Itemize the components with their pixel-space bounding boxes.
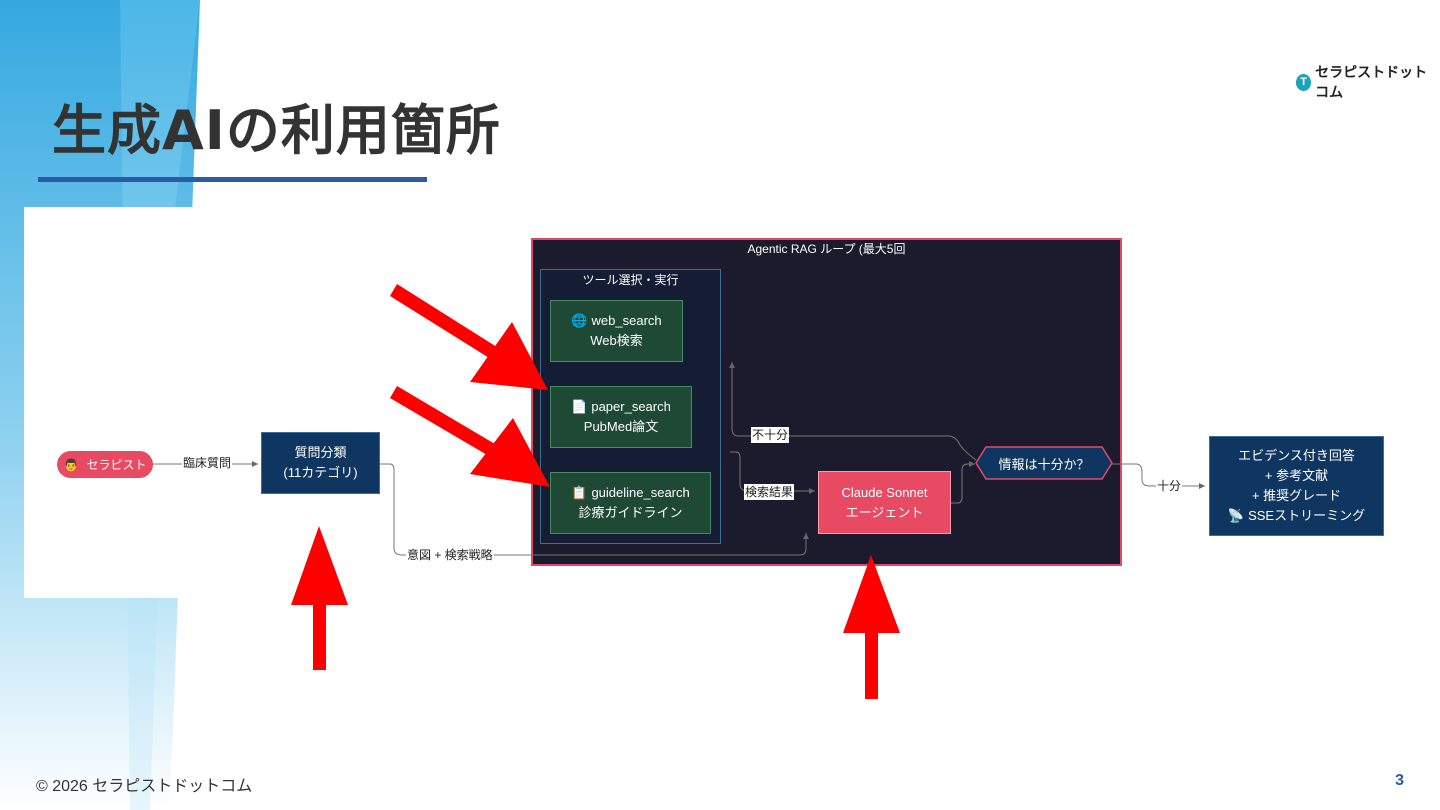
tools-group-title: ツール選択・実行 bbox=[582, 273, 679, 287]
logo-mark-icon: T bbox=[1296, 73, 1312, 91]
therapist-emoji-icon: 👨 bbox=[63, 457, 79, 472]
output-line-3: + 推奨グレード bbox=[1251, 488, 1342, 503]
edge-label-search-results: 検索結果 bbox=[744, 484, 795, 500]
tool-name: paper_search bbox=[591, 399, 671, 414]
question-classifier-node: 質問分類 (11カテゴリ) bbox=[261, 432, 380, 494]
document-icon: 📄 bbox=[571, 399, 588, 414]
claude-agent-node: Claude Sonnet エージェント bbox=[818, 471, 951, 534]
output-line-1: エビデンス付き回答 bbox=[1238, 448, 1355, 463]
classifier-title: 質問分類 bbox=[294, 445, 347, 460]
edge-label-sufficient: 十分 bbox=[1156, 478, 1183, 494]
page-number: 3 bbox=[1395, 772, 1404, 789]
edge-label-intent-strategy: 意図 + 検索戦略 bbox=[406, 547, 494, 563]
loop-title: Agentic RAG ループ (最大5回 bbox=[747, 242, 906, 256]
tool-name: guideline_search bbox=[591, 485, 690, 500]
classifier-subtitle: (11カテゴリ) bbox=[283, 465, 358, 480]
satellite-icon: 📡 bbox=[1227, 508, 1245, 523]
therapist-node: 👨 セラピスト bbox=[57, 451, 153, 478]
logo-text: セラピストドットコム bbox=[1315, 65, 1428, 101]
brand-logo: T セラピストドットコム bbox=[1296, 62, 1440, 102]
output-line-4: SSEストリーミング bbox=[1248, 508, 1366, 523]
clipboard-icon: 📋 bbox=[571, 485, 588, 500]
tool-paper-search: 📄paper_search PubMed論文 bbox=[550, 386, 692, 448]
tool-description: PubMed論文 bbox=[583, 419, 659, 434]
agent-title: Claude Sonnet bbox=[841, 484, 928, 500]
tool-guideline-search: 📋guideline_search 診療ガイドライン bbox=[550, 472, 711, 534]
tool-description: Web検索 bbox=[590, 333, 643, 348]
tool-name: web_search bbox=[591, 313, 662, 328]
therapist-label: セラピスト bbox=[86, 458, 147, 472]
output-answer-node: エビデンス付き回答 + 参考文献 + 推奨グレード 📡SSEストリーミング bbox=[1209, 436, 1384, 536]
tool-description: 診療ガイドライン bbox=[578, 505, 683, 520]
agent-subtitle: エージェント bbox=[845, 504, 924, 520]
globe-icon: 🌐 bbox=[571, 313, 588, 328]
decision-label: 情報は十分か？ bbox=[998, 456, 1090, 472]
edge-label-clinical-question: 臨床質問 bbox=[182, 455, 233, 471]
footer-copyright: © 2026 セラピストドットコム bbox=[36, 778, 253, 795]
output-line-2: + 参考文献 bbox=[1264, 468, 1329, 483]
edge-label-insufficient: 不十分 bbox=[751, 427, 790, 443]
tool-web-search: 🌐web_search Web検索 bbox=[550, 300, 683, 362]
slide-title: 生成AIの利用箇所 bbox=[52, 99, 501, 162]
title-underline bbox=[38, 177, 427, 182]
